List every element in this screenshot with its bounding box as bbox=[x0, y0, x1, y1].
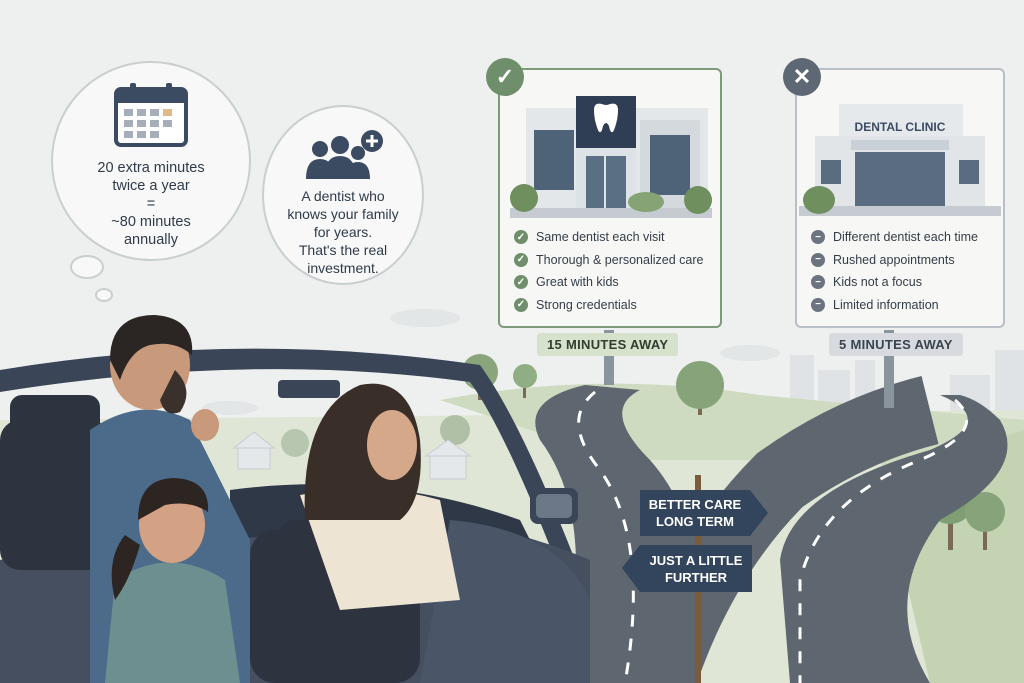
good-distance-label: 15 MINUTES AWAY bbox=[537, 333, 679, 356]
thought-line: 20 extra minutes bbox=[97, 160, 205, 176]
minus-circle-icon: − bbox=[811, 252, 825, 267]
check-icon: ✓ bbox=[486, 58, 524, 96]
minus-circle-icon: − bbox=[811, 275, 825, 290]
sign-left-arrow bbox=[622, 545, 752, 592]
clinic-building bbox=[799, 104, 1001, 216]
family-add-icon bbox=[306, 130, 383, 179]
modern-dental-office bbox=[510, 96, 712, 218]
list-item: −Different dentist each time bbox=[811, 226, 978, 249]
family-line: knows your family bbox=[287, 206, 399, 222]
calendar-icon bbox=[114, 83, 188, 147]
thought-line: annually bbox=[123, 232, 178, 248]
bad-option-card: DENTAL CLINIC ✕ −Different dentist each … bbox=[783, 58, 1005, 328]
sign-right-arrow bbox=[640, 490, 768, 536]
thought-trail-bubble bbox=[70, 255, 104, 279]
family-line: That's the real bbox=[298, 242, 388, 258]
good-option-card: ✓ ✓Same dentist each visit ✓Thorough & p… bbox=[486, 58, 722, 328]
list-item: ✓Same dentist each visit bbox=[514, 226, 703, 249]
family-passengers bbox=[90, 315, 460, 683]
check-circle-icon: ✓ bbox=[514, 275, 528, 290]
check-circle-icon: ✓ bbox=[514, 230, 528, 245]
list-item: ✓Great with kids bbox=[514, 271, 703, 294]
family-bubble: A dentist who knows your family for year… bbox=[262, 105, 424, 285]
bad-features-list: −Different dentist each time −Rushed app… bbox=[811, 226, 978, 316]
thought-trail-bubble bbox=[95, 288, 113, 302]
thought-bubble: 20 extra minutes twice a year = ~80 minu… bbox=[51, 61, 251, 261]
family-line: investment. bbox=[307, 260, 379, 276]
bad-distance-label: 5 MINUTES AWAY bbox=[829, 333, 963, 356]
good-features-list: ✓Same dentist each visit ✓Thorough & per… bbox=[514, 226, 703, 316]
thought-line: = bbox=[146, 196, 156, 212]
minus-circle-icon: − bbox=[811, 297, 825, 312]
list-item: −Rushed appointments bbox=[811, 249, 978, 272]
family-line: A dentist who bbox=[301, 188, 385, 204]
list-item: −Limited information bbox=[811, 294, 978, 317]
x-icon: ✕ bbox=[783, 58, 821, 96]
clinic-sign: DENTAL CLINIC bbox=[854, 120, 946, 134]
check-circle-icon: ✓ bbox=[514, 297, 528, 312]
minus-circle-icon: − bbox=[811, 230, 825, 245]
list-item: ✓Strong credentials bbox=[514, 294, 703, 317]
list-item: −Kids not a focus bbox=[811, 271, 978, 294]
thought-line: ~80 minutes bbox=[111, 214, 191, 230]
check-circle-icon: ✓ bbox=[514, 252, 528, 267]
family-line: for years. bbox=[313, 224, 373, 240]
thought-line: twice a year bbox=[112, 178, 190, 194]
list-item: ✓Thorough & personalized care bbox=[514, 249, 703, 272]
